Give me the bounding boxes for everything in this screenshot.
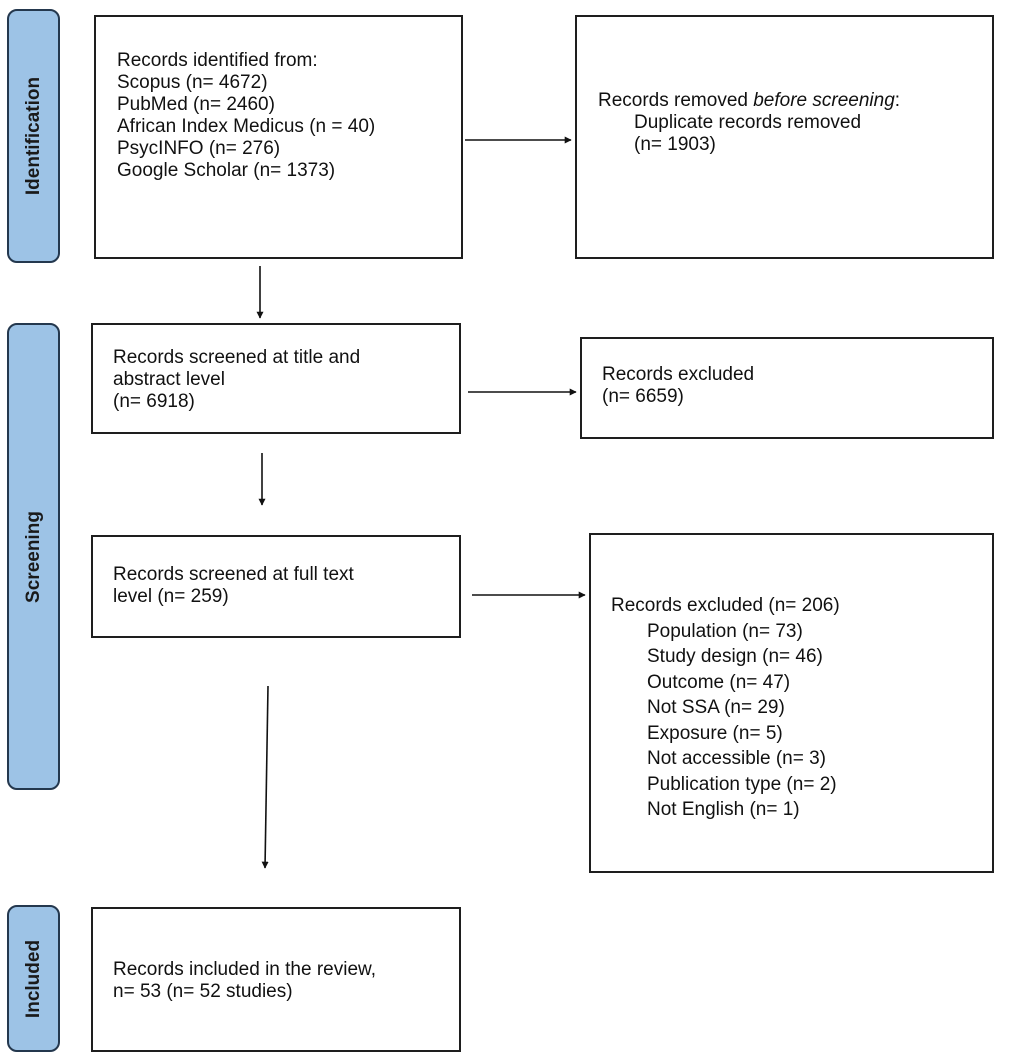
reason-not-english: Not English (n= 1) xyxy=(647,799,800,820)
records-identified-box: Records identified from: Scopus (n= 4672… xyxy=(94,15,463,259)
reason-study-design: Study design (n= 46) xyxy=(647,646,823,667)
source-psycinfo: PsycINFO (n= 276) xyxy=(117,138,281,159)
full-text-screening-line1: Records screened at full text xyxy=(113,564,354,585)
source-google-scholar: Google Scholar (n= 1373) xyxy=(117,160,336,181)
reason-not-accessible: Not accessible (n= 3) xyxy=(647,748,826,769)
full-text-excluded-box: Records excluded (n= 206) Population (n=… xyxy=(589,533,994,873)
records-removed-prefix: Records removed xyxy=(598,90,754,111)
duplicates-removed-label: Duplicate records removed xyxy=(634,112,862,133)
reason-publication-type: Publication type (n= 2) xyxy=(647,773,837,795)
records-removed-emphasis: before screening xyxy=(753,90,895,111)
title-abstract-excluded-box: Records excluded (n= 6659) xyxy=(580,337,994,439)
reason-exposure: Exposure (n= 5) xyxy=(647,722,783,744)
source-pubmed: PubMed (n= 2460) xyxy=(117,94,275,115)
records-included-line2: n= 53 (n= 52 studies) xyxy=(113,981,293,1002)
title-abstract-screening-box: Records screened at title and abstract l… xyxy=(91,323,461,434)
reason-not-ssa: Not SSA (n= 29) xyxy=(647,697,785,718)
full-text-excluded-heading: Records excluded (n= 206) xyxy=(611,595,840,616)
full-text-screening-box: Records screened at full text level (n= … xyxy=(91,535,461,638)
source-scopus: Scopus (n= 4672) xyxy=(117,72,268,93)
full-text-screening-line2: level (n= 259) xyxy=(113,586,229,607)
records-removed-box: Records removed before screening: Duplic… xyxy=(575,15,994,259)
duplicates-removed-count: (n= 1903) xyxy=(634,134,716,155)
records-included-line1: Records included in the review, xyxy=(113,959,376,980)
records-removed-suffix: : xyxy=(894,90,901,111)
records-included-box: Records included in the review, n= 53 (n… xyxy=(91,907,461,1052)
reason-population: Population (n= 73) xyxy=(647,620,803,642)
records-removed-heading: Records removed before screening: xyxy=(598,90,992,112)
identification-phase-label: Identification xyxy=(7,9,60,263)
included-phase-label: Included xyxy=(7,905,60,1052)
title-excluded-count: (n= 6659) xyxy=(602,386,684,407)
title-excluded-label: Records excluded xyxy=(602,364,755,385)
source-african-index-medicus: African Index Medicus (n = 40) xyxy=(117,116,376,137)
title-screening-line2: abstract level xyxy=(113,369,225,390)
arrow-full-text-to-included xyxy=(261,685,269,869)
reason-outcome: Outcome (n= 47) xyxy=(647,671,791,693)
title-screening-line1: Records screened at title and xyxy=(113,347,361,368)
records-identified-heading: Records identified from: xyxy=(117,50,318,71)
title-screening-count: (n= 6918) xyxy=(113,391,195,412)
screening-phase-label: Screening xyxy=(7,323,60,790)
